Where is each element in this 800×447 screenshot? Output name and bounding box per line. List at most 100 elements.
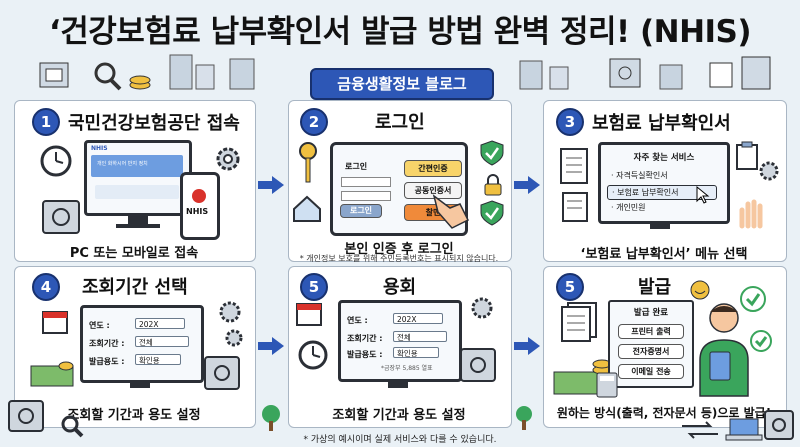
padlock-icon — [484, 174, 502, 196]
cursor-icon — [696, 185, 710, 204]
inquiry-screen: 연도 : 202X 조회기간 : 전체 발급용도 : 확인용 *금장부 5,88… — [338, 300, 462, 382]
certificate-button[interactable]: 공동인증서 — [404, 182, 462, 199]
username-field[interactable] — [341, 177, 391, 187]
menu-item-payment-certificate[interactable]: · 보험료 납부확인서 — [607, 185, 717, 200]
safe-icon — [204, 356, 240, 390]
monitor-stand — [128, 214, 148, 224]
menu-title: 자주 찾는 서비스 — [633, 153, 695, 163]
clock-icon — [40, 145, 72, 177]
gear-icon — [225, 329, 243, 347]
hand-icon — [739, 199, 763, 229]
gear-icon — [759, 161, 779, 181]
key-icon — [299, 142, 317, 183]
step-title: 발급 — [638, 277, 672, 298]
printer-output-button[interactable]: 프린터 출력 — [618, 324, 684, 339]
step-number: 1 — [32, 108, 60, 136]
site-logo: NHIS — [91, 145, 108, 152]
safe-icon — [8, 400, 44, 432]
step-4-header: 4 — [32, 273, 60, 301]
e-certificate-button[interactable]: 전자증명서 — [618, 344, 684, 359]
document-stack-icon — [561, 302, 597, 342]
clipboard-icon — [736, 141, 758, 170]
house-icon — [293, 195, 321, 222]
step-number: 5 — [556, 273, 584, 301]
monitor-base — [116, 224, 160, 228]
exchange-icon — [682, 421, 718, 439]
step-3-header: 3 보험료 납부확인서 — [556, 108, 731, 136]
heart-logo-icon — [192, 189, 206, 203]
screen-note: *금장부 5,885 열표 — [381, 365, 433, 372]
tree-icon — [516, 406, 532, 430]
menu-item-civil-service[interactable]: · 개인민원 — [611, 203, 646, 212]
calendar-icon — [42, 311, 68, 334]
arrow-right-icon — [514, 176, 540, 194]
issuance-options-card: 발급 완료 프린터 출력 전자증명서 이메일 전송 — [608, 300, 694, 388]
year-select[interactable]: 202X — [135, 318, 185, 329]
arrow-right-icon — [258, 176, 284, 194]
issuance-complete-label: 발급 완료 — [633, 308, 669, 318]
step-5-header: 5 — [300, 273, 328, 301]
login-button[interactable]: 로그인 — [340, 204, 382, 218]
site-hero — [91, 155, 183, 177]
footer-disclaimer: * 가상의 예시이며 실제 서비스와 다를 수 있습니다. — [303, 435, 497, 445]
calendar-icon — [296, 303, 322, 326]
laptop-icon — [725, 418, 763, 441]
step-caption: 원하는 방식(출력, 전자문서 등)으로 발급! — [556, 406, 772, 420]
gear-icon — [471, 297, 493, 319]
document-list-icon — [560, 148, 588, 184]
arrow-right-icon — [514, 337, 540, 355]
monitor-stand — [388, 380, 408, 388]
step-number: 5 — [300, 273, 328, 301]
step-1-header: 1 국민건강보험공단 접속 — [32, 108, 240, 136]
step-caption: 조회할 기간과 용도 설정 — [332, 408, 466, 423]
nhis-website-screen: NHIS 개인 화하시어 반지 정치 — [84, 140, 192, 216]
site-headline: 개인 화하시어 반지 정치 — [97, 161, 148, 167]
tree-icon — [262, 405, 280, 431]
email-send-button[interactable]: 이메일 전송 — [618, 364, 684, 379]
step-number: 2 — [300, 108, 328, 136]
password-field[interactable] — [341, 191, 391, 201]
check-badge-icon — [740, 286, 766, 312]
step-2-header: 2 — [300, 108, 328, 136]
blog-banner: 금융생활정보 블로그 — [310, 68, 494, 100]
site-tiles — [95, 185, 179, 199]
step-title: 국민건강보험공단 접속 — [68, 113, 240, 134]
step-title: 조회기간 선택 — [82, 277, 188, 298]
step-number: 3 — [556, 108, 584, 136]
purpose-select[interactable]: 확인용 — [135, 354, 181, 365]
field-label: 연도 : — [89, 321, 110, 330]
monitor-stand — [130, 380, 150, 388]
shield-check-icon — [480, 140, 504, 166]
step-caption: PC 또는 모바일로 접속 — [69, 246, 199, 261]
field-label: 조회기간 : — [347, 334, 383, 343]
step-title: 용회 — [383, 277, 417, 298]
smiley-icon — [690, 280, 710, 300]
phone-logo: NHIS — [186, 207, 209, 216]
pointing-hand-icon — [432, 194, 470, 229]
monitor-stand — [650, 221, 670, 229]
cash-icon — [30, 361, 74, 387]
city-skyline-left-icon — [39, 54, 255, 91]
purpose-select[interactable]: 확인용 — [393, 347, 439, 358]
page-title: ‘건강보험료 납부확인서 발급 방법 완벽 정리! (NHIS) — [48, 14, 752, 50]
step-caption: 본인 인증 후 로그인 — [344, 242, 454, 257]
period-select[interactable]: 전체 — [135, 336, 189, 347]
login-label: 로그인 — [345, 162, 368, 171]
privacy-note: * 개인정보 보호를 위해 주민등록번호는 표시되지 않습니다. — [299, 254, 499, 263]
gear-icon — [216, 147, 240, 171]
menu-item-qualification[interactable]: · 자격득실확인서 — [611, 171, 668, 180]
person-with-tablet-icon — [699, 303, 749, 397]
period-selection-screen: 연도 : 202X 조회기간 : 전체 발급용도 : 확인용 — [80, 305, 204, 383]
period-select[interactable]: 전체 — [393, 331, 447, 342]
city-skyline-right-icon — [519, 56, 771, 90]
arrow-right-icon — [258, 337, 284, 355]
safe-icon — [42, 200, 80, 234]
calculator-icon — [596, 372, 618, 398]
money-stack-icon — [553, 359, 612, 395]
year-select[interactable]: 202X — [393, 313, 443, 324]
simple-auth-button[interactable]: 간편인증 — [404, 160, 462, 177]
check-badge-icon — [750, 330, 772, 352]
shield-check-icon — [480, 200, 504, 226]
clock-icon — [298, 340, 328, 370]
step-caption: ‘보험료 납부확인서’ 메뉴 선택 — [580, 247, 748, 262]
